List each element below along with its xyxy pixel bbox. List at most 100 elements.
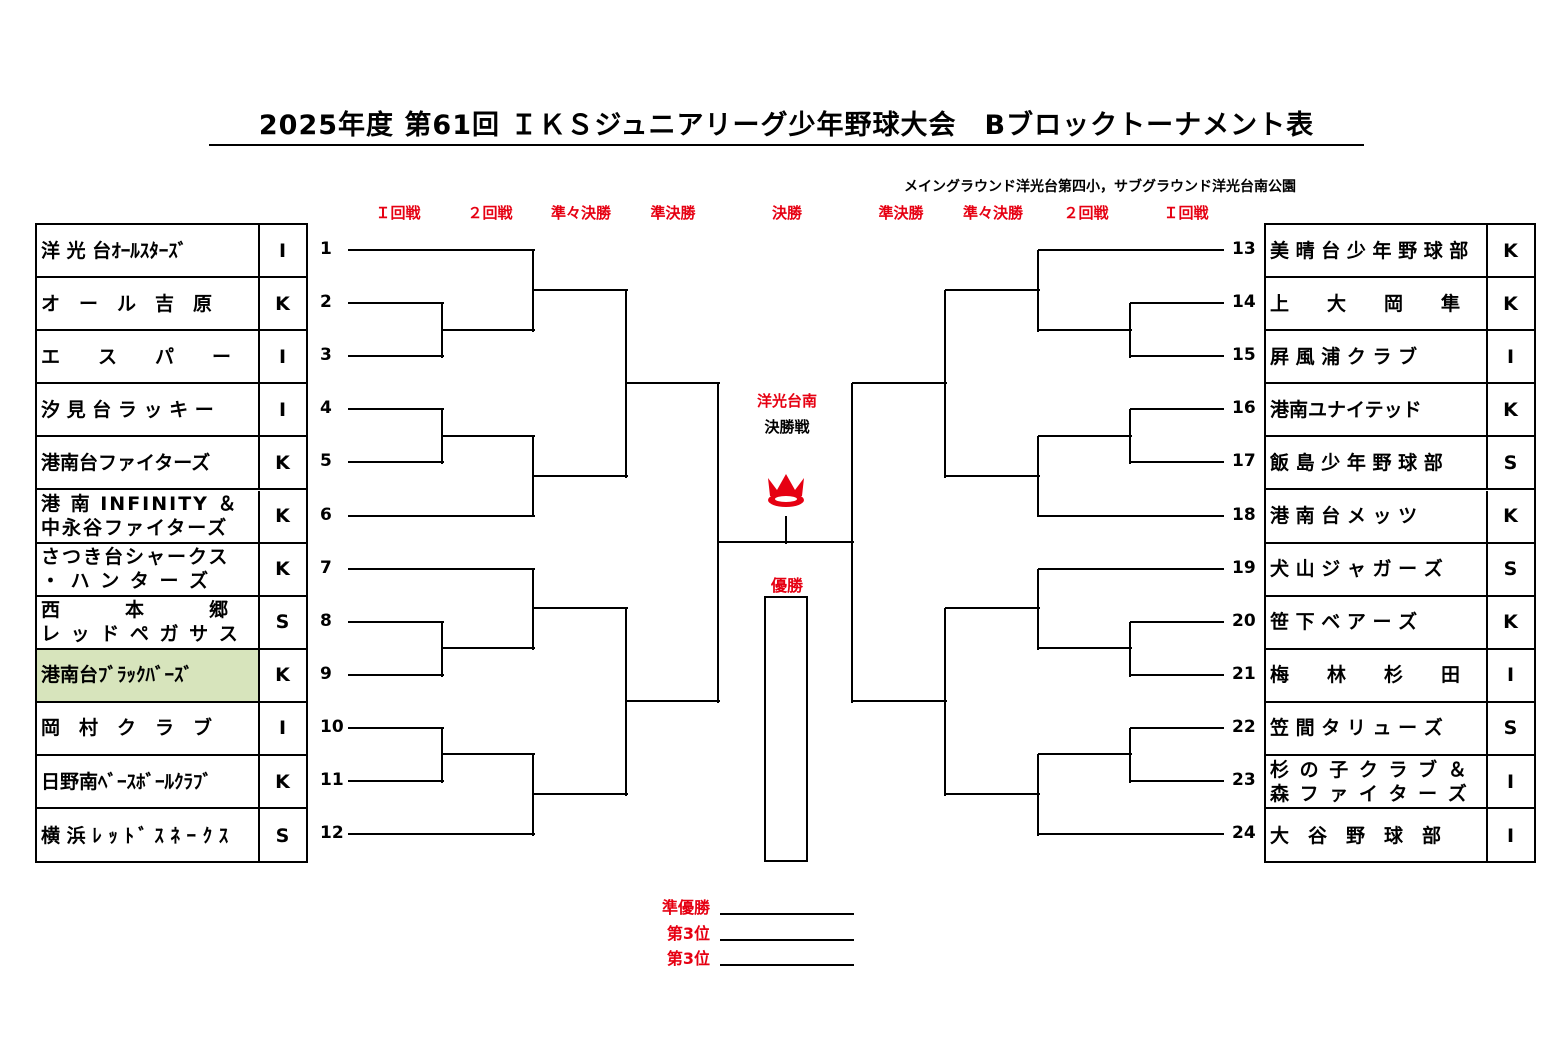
winner-box[interactable] [764, 596, 808, 862]
bracket-line [348, 620, 444, 623]
bracket-line [945, 793, 1040, 796]
third-place-line-2[interactable] [720, 964, 854, 966]
team-code: K [275, 451, 290, 474]
venue-subtitle: メイングラウンド洋光台第四小，サブグラウンド洋光台南公園 [904, 179, 1296, 195]
team-code: K [275, 558, 290, 581]
team-name: エ ス パ ー [37, 331, 260, 383]
seed-number: 19 [1232, 557, 1256, 578]
bracket-line [533, 793, 628, 796]
round-label-left-3: 準々決勝 [550, 204, 611, 222]
team-code: I [278, 345, 287, 368]
team-code: K [275, 292, 290, 315]
round-label-left-1: Ｉ回戦 [375, 204, 421, 222]
runner-up-line[interactable] [720, 913, 854, 915]
seed-number: 24 [1232, 823, 1256, 844]
bracket-line [1038, 567, 1224, 570]
team-name: 上 大 岡 隼 [1266, 278, 1488, 330]
bracket-line [1129, 727, 1131, 783]
team-name: 杉 の 子 ク ラ ブ ＆ 森 フ ァ イ タ ー ズ [1266, 756, 1488, 807]
seed-number: 9 [320, 663, 332, 684]
seed-number: 15 [1232, 345, 1256, 366]
bracket-line [348, 726, 444, 729]
team-code: I [278, 398, 287, 421]
team-code: K [1503, 292, 1518, 315]
bracket-line [852, 381, 947, 384]
seed-number: 10 [320, 716, 344, 737]
page-title: 2025年度 第61回 ＩＫＳジュニアリーグ少年野球大会 Bブロックトーナメント… [209, 108, 1364, 146]
third-place-line-1[interactable] [720, 939, 854, 941]
seed-number: 1 [320, 239, 332, 259]
team-name: 港 南 INFINITY ＆ 中永谷ファイターズ [37, 490, 260, 542]
seed-number: 23 [1232, 770, 1256, 790]
winner-label: 優勝 [770, 576, 803, 595]
bracket-line [441, 409, 443, 465]
team-code: I [1506, 824, 1515, 847]
team-code: S [275, 824, 290, 847]
team-code: I [278, 717, 287, 740]
bracket-line [1038, 833, 1224, 836]
bracket-line [441, 727, 443, 783]
bracket-line [442, 753, 535, 756]
crown-icon [768, 474, 804, 507]
team-code: I [1506, 770, 1515, 793]
bracket-line [441, 303, 443, 359]
bracket-line [1130, 726, 1224, 729]
bracket-line [1130, 780, 1224, 782]
seed-number: 20 [1232, 610, 1256, 631]
team-code: S [275, 611, 290, 634]
bracket-line [945, 288, 1040, 291]
bracket-line [1129, 409, 1131, 465]
bracket-line [851, 382, 853, 704]
bracket-line [1130, 302, 1224, 305]
seed-number: 14 [1232, 292, 1256, 313]
bracket-line [945, 607, 1040, 610]
venue-match: 決勝戦 [764, 418, 810, 436]
seed-number: 11 [320, 770, 344, 790]
round-label-final: 決勝 [771, 204, 802, 222]
bracket-line [1130, 461, 1224, 464]
team-name: 洋 光 台ｵｰﾙｽﾀｰｽﾞ [37, 225, 260, 276]
team-code: S [1503, 451, 1518, 474]
bracket-line [348, 514, 535, 517]
bracket-line [625, 608, 627, 797]
bracket-line [348, 302, 444, 305]
third-place-label-2: 第3位 [666, 949, 710, 968]
team-code: K [275, 770, 290, 793]
round-label-left-2: ２回戦 [467, 204, 513, 222]
team-code: K [275, 664, 290, 687]
team-name: 汐 見 台 ラ ッ キ ー [37, 384, 260, 436]
bracket-line [1038, 434, 1132, 437]
team-name: 西 本 郷 レ ッ ド ペ ガ サ ス [37, 596, 260, 648]
bracket-line [785, 516, 787, 545]
bracket-line [348, 408, 444, 411]
bracket-line [944, 608, 946, 797]
round-label-right-1: 準決勝 [878, 204, 924, 222]
seed-number: 8 [320, 610, 332, 631]
team-code: I [1506, 664, 1515, 687]
team-row: 杉 の 子 ク ラ ブ ＆ 森 フ ァ イ タ ー ズ I [1266, 756, 1534, 809]
bracket-line [348, 833, 535, 836]
seed-number: 13 [1232, 239, 1256, 259]
bracket-line [1130, 355, 1224, 358]
team-name: 大 谷 野 球 部 [1266, 809, 1488, 863]
team-code: K [1503, 505, 1518, 527]
team-name: 屛 風 浦 ク ラ ブ [1266, 331, 1488, 383]
bracket-line [626, 700, 720, 703]
seed-number: 16 [1232, 398, 1256, 419]
